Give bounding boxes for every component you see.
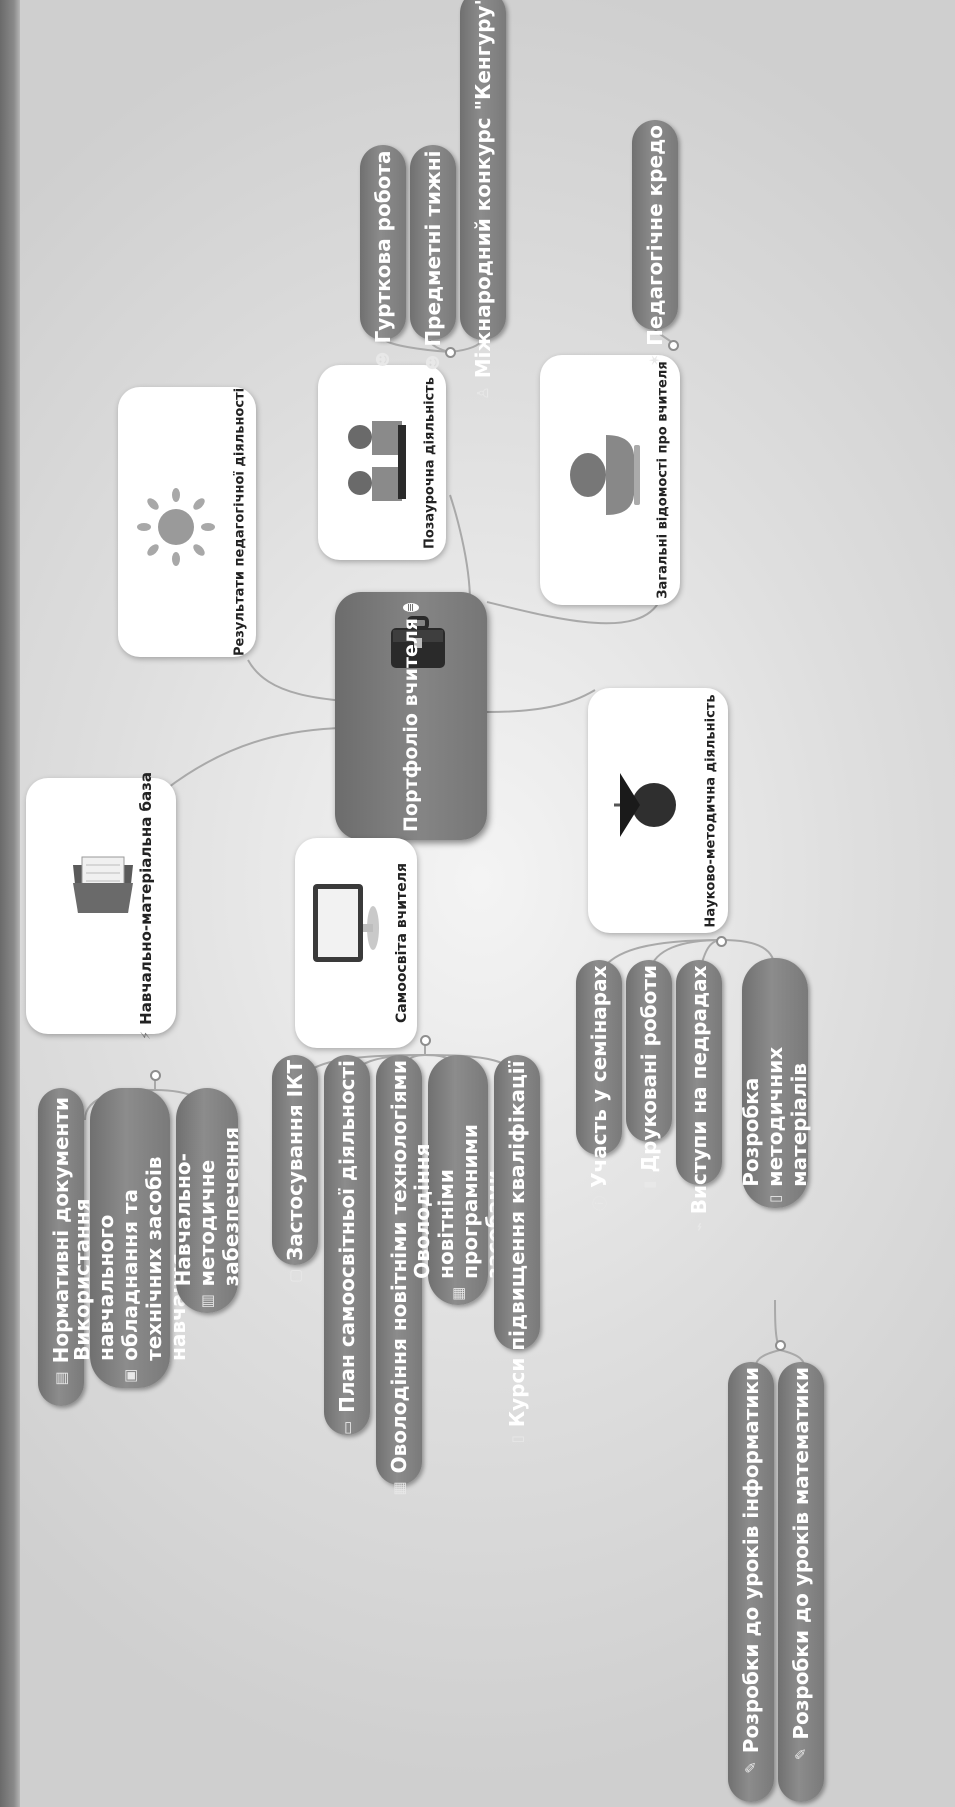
pill-pedagogical-credo[interactable]: ✶ Педагогічне кредо <box>632 120 678 366</box>
equipment-icon: ▣ <box>121 1368 139 1383</box>
card-self-education[interactable]: Самоосвіта вчителя <box>295 838 417 1048</box>
pill-informatics-lessons[interactable]: ✎ Розробки до уроків інформатики <box>728 1362 774 1802</box>
sun-icon <box>137 488 215 566</box>
link-methodical <box>486 689 596 713</box>
pill-label: Розробка методичних матеріалів <box>739 1046 811 1187</box>
pill-label: Друковані роботи <box>637 965 661 1173</box>
grid-icon: ▦ <box>449 1286 467 1301</box>
paperclip-icon: ⌁ <box>690 1221 708 1231</box>
expand-dot-general-info[interactable] <box>668 340 679 351</box>
briefcase-icon <box>391 616 445 668</box>
expand-dot-self-education[interactable] <box>420 1035 431 1046</box>
people-icon <box>348 421 406 501</box>
card-title-general-info: Загальні відомості про вчителя <box>655 361 671 599</box>
pill-clubs[interactable]: ☻ Гурткова робота <box>360 145 406 367</box>
pill-methodical-support[interactable]: ▥ Навчально-методичне забезпечення <box>171 1088 243 1313</box>
card-extracurricular[interactable]: Позаурочна діяльність <box>318 365 446 560</box>
smile-icon: ☻ <box>374 350 392 367</box>
link-general-info <box>486 599 661 625</box>
pill-label: Оволодіння новітніми технологіями <box>387 1060 411 1474</box>
pill-label: План самоосвітньої діяльності <box>335 1060 359 1413</box>
graduation-cap-icon <box>614 773 676 837</box>
pill-label: Педагогічне кредо <box>643 125 667 346</box>
central-title: Портфоліо вчителя <box>400 618 422 832</box>
person-silhouette-icon <box>570 435 640 515</box>
pill-label: Участь у семінарах <box>587 965 611 1188</box>
pill-pedagogical-councils[interactable]: ⌁ Виступи на педрадах <box>676 960 722 1231</box>
trophy-icon: ♙ <box>474 386 492 400</box>
document-icon: ▤ <box>52 1371 70 1386</box>
pill-label: Предметні тижні <box>421 150 445 347</box>
card-material-base[interactable]: ⚡ Навчально-матеріальна база <box>26 772 176 1040</box>
pill-kangaroo-contest[interactable]: ♙ Міжнародний конкурс "Кенгуру" <box>460 0 506 400</box>
pill-label: Виступи на педрадах <box>687 965 711 1214</box>
central-node[interactable]: Портфоліо вчителя ≡ <box>335 592 487 840</box>
link-extracurricular <box>449 494 471 603</box>
print-icon: ▮ <box>640 1180 658 1189</box>
pill-new-software[interactable]: ▦ Оволодіння новітніми програмними засоб… <box>410 1055 506 1305</box>
tech-icon: ▦ <box>390 1481 408 1496</box>
plan-icon: ▭ <box>338 1420 356 1436</box>
pill-subject-weeks[interactable]: ☻ Предметні тижні <box>410 145 456 370</box>
pencil-icon: ✎ <box>742 1761 760 1774</box>
pill-self-edu-plan[interactable]: ▭ План самоосвітньої діяльності <box>324 1055 370 1435</box>
expand-dot-methodical-materials[interactable] <box>775 1340 786 1351</box>
pill-label: Оволодіння новітніми програмними засобам… <box>410 1124 506 1279</box>
memo-icon: ▯ <box>766 1194 784 1203</box>
pill-label: Міжнародний конкурс "Кенгуру" <box>471 0 495 379</box>
book-icon: ▥ <box>198 1293 216 1308</box>
certificate-icon: ▯ <box>508 1434 526 1443</box>
card-general-info[interactable]: Загальні відомості про вчителя <box>540 355 680 605</box>
left-edge-bar <box>0 0 20 1807</box>
archive-box-icon <box>73 856 133 913</box>
bolt-icon: ⚡ <box>138 1030 154 1040</box>
pill-normative-docs[interactable]: ▤ Нормативні документи <box>38 1088 84 1406</box>
card-methodical[interactable]: Науково-методична діяльність <box>588 688 728 933</box>
pill-label: Курси підвищення кваліфікації <box>505 1060 529 1427</box>
pill-ict-usage[interactable]: ▢ Застосування ІКТ <box>272 1055 318 1283</box>
pill-qualification-courses[interactable]: ▯ Курси підвищення кваліфікації <box>494 1055 540 1443</box>
pencil-icon: ✎ <box>792 1747 810 1761</box>
monitor-icon <box>313 884 379 962</box>
card-title-methodical: Науково-методична діяльність <box>703 693 719 928</box>
pill-printed-works[interactable]: ▮ Друковані роботи <box>626 960 672 1189</box>
expand-dot-extracurricular[interactable] <box>445 347 456 358</box>
pill-label: Застосування ІКТ <box>283 1060 307 1261</box>
expand-dot-methodical[interactable] <box>716 936 727 947</box>
pill-math-lessons[interactable]: ✎ Розробки до уроків математики <box>778 1362 824 1802</box>
expand-dot-material-base[interactable] <box>150 1070 161 1081</box>
pill-equipment-usage[interactable]: ▣ Використання навчального обладнання та… <box>70 1088 190 1388</box>
card-title-results: Результати педагогічної діяльності <box>232 387 248 657</box>
pill-seminars[interactable]: ⓘ Участь у семінарах <box>576 960 622 1210</box>
card-title-self-education: Самоосвіта вчителя <box>394 863 410 1023</box>
card-title-extracurricular: Позаурочна діяльність <box>422 376 438 549</box>
note-icon: ≡ <box>403 602 419 613</box>
pill-methodical-materials[interactable]: ▯ Розробка методичних матеріалів <box>739 958 811 1208</box>
pill-label: Розробки до уроків інформатики <box>739 1367 763 1754</box>
card-title-material-base: Навчально-матеріальна база <box>137 772 155 1025</box>
star-icon: ✶ <box>646 353 664 367</box>
smile-icon: ☻ <box>424 354 442 370</box>
link-ex-1 <box>384 339 451 353</box>
computer-icon: ▢ <box>286 1268 304 1283</box>
pill-new-technologies[interactable]: ▦ Оволодіння новітніми технологіями <box>376 1055 422 1496</box>
pill-label: Гурткова робота <box>371 150 395 343</box>
card-results[interactable]: Результати педагогічної діяльності <box>118 387 256 657</box>
info-icon: ⓘ <box>590 1195 609 1211</box>
pill-label: Розробки до уроків математики <box>789 1367 813 1740</box>
pill-label: Навчально-методичне забезпечення <box>171 1126 243 1286</box>
